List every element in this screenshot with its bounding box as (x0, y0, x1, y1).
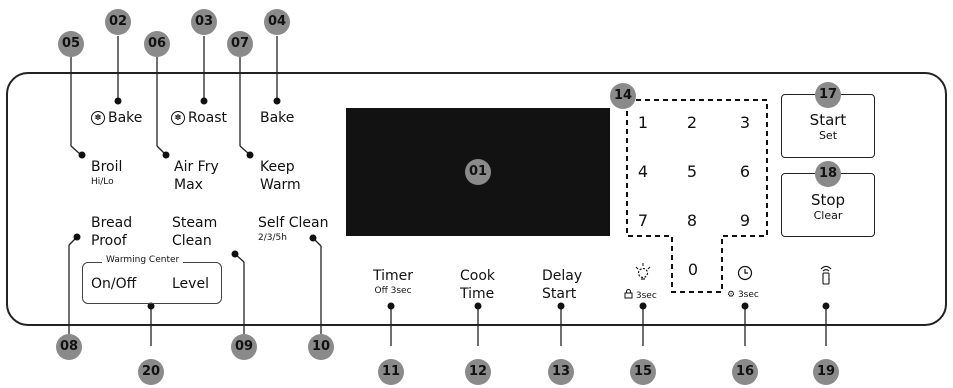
air-fry-max-text: Max (174, 177, 203, 193)
callout-20: 20 (138, 359, 164, 385)
convection-bake-text: Bake (108, 110, 143, 126)
gear-icon: ⚙ (727, 290, 736, 300)
delay-text: Delay (542, 268, 583, 284)
light-icon[interactable] (633, 262, 653, 284)
self-clean-label[interactable]: Self Clean 2/3/5h (258, 214, 329, 244)
callout-07: 07 (227, 31, 253, 57)
callout-13: 13 (548, 359, 574, 385)
callout-03: 03 (191, 9, 217, 35)
callout-11: 11 (378, 359, 404, 385)
stop-main-text: Stop (810, 191, 846, 209)
self-clean-text: Self Clean (258, 215, 329, 231)
key-9[interactable]: 9 (739, 211, 751, 230)
clock-icon[interactable] (736, 264, 754, 282)
fan-icon: ✽ (91, 111, 105, 125)
keypad-outline (626, 99, 768, 293)
delay-start-label[interactable]: Delay Start (542, 267, 582, 303)
callout-01: 01 (465, 159, 491, 185)
callout-12: 12 (465, 359, 491, 385)
remote-icon[interactable] (817, 264, 835, 286)
callout-06: 06 (144, 31, 170, 57)
broil-sub: Hi/Lo (91, 177, 114, 187)
stop-button[interactable]: Stop Clear (781, 173, 875, 237)
key-6[interactable]: 6 (739, 162, 751, 181)
callout-05: 05 (58, 31, 84, 57)
cook-text: Cook (460, 268, 496, 284)
callout-10: 10 (308, 334, 334, 360)
start-main-text: Start (809, 111, 847, 129)
timer-sub: Off 3sec (374, 286, 412, 296)
lock-sub: 3sec (635, 291, 657, 301)
air-fry-text: Air Fry (174, 159, 219, 175)
convection-roast-label[interactable]: ✽ Roast (171, 109, 227, 127)
timer-text: Timer (373, 268, 414, 284)
callout-08: 08 (56, 334, 82, 360)
fan-icon: ✽ (171, 111, 185, 125)
convection-bake-label[interactable]: ✽ Bake (91, 109, 142, 127)
key-4[interactable]: 4 (637, 162, 649, 181)
cook-time-label[interactable]: Cook Time (460, 267, 495, 303)
key-1[interactable]: 1 (637, 113, 649, 132)
steam-clean-label[interactable]: Steam Clean (172, 214, 217, 250)
steam-text: Steam (172, 215, 218, 231)
lock-hold-label: 3sec (624, 289, 657, 302)
key-5[interactable]: 5 (686, 162, 698, 181)
broil-text: Broil (91, 159, 123, 175)
timer-label[interactable]: Timer Off 3sec (373, 267, 413, 297)
callout-15: 15 (630, 359, 656, 385)
callout-09: 09 (231, 334, 257, 360)
warming-level-label[interactable]: Level (172, 276, 209, 292)
settings-hold-label: ⚙ 3sec (727, 289, 759, 301)
broil-label[interactable]: Broil Hi/Lo (91, 158, 122, 188)
callout-18: 18 (815, 161, 841, 187)
time-text: Time (460, 286, 495, 302)
convection-roast-text: Roast (188, 110, 228, 126)
self-clean-sub: 2/3/5h (258, 233, 287, 243)
callout-04: 04 (264, 9, 290, 35)
keep-text: Keep (260, 159, 295, 175)
key-2[interactable]: 2 (686, 113, 698, 132)
callout-16: 16 (732, 359, 758, 385)
key-8[interactable]: 8 (686, 211, 698, 230)
key-7[interactable]: 7 (637, 211, 649, 230)
proof-text: Proof (91, 233, 127, 249)
lock-icon (624, 289, 633, 299)
key-3[interactable]: 3 (739, 113, 751, 132)
callout-02: 02 (105, 9, 131, 35)
bread-proof-label[interactable]: Bread Proof (91, 214, 132, 250)
air-fry-label[interactable]: Air Fry Max (174, 158, 219, 194)
stop-sub-text: Clear (813, 209, 843, 222)
control-panel-outline (6, 72, 947, 326)
start-text: Start (542, 286, 577, 302)
warming-center-title: Warming Center (102, 253, 184, 267)
bread-text: Bread (91, 215, 133, 231)
callout-17: 17 (815, 82, 841, 108)
clean-text: Clean (172, 233, 212, 249)
start-sub-text: Set (818, 129, 838, 142)
warming-on-off-label[interactable]: On/Off (91, 276, 137, 292)
bake-label[interactable]: Bake (260, 110, 295, 126)
warm-text: Warm (260, 177, 301, 193)
key-0[interactable]: 0 (687, 260, 699, 279)
keep-warm-label[interactable]: Keep Warm (260, 158, 301, 194)
clock-sub: 3sec (737, 290, 759, 300)
callout-19: 19 (813, 359, 839, 385)
callout-14: 14 (610, 83, 636, 109)
